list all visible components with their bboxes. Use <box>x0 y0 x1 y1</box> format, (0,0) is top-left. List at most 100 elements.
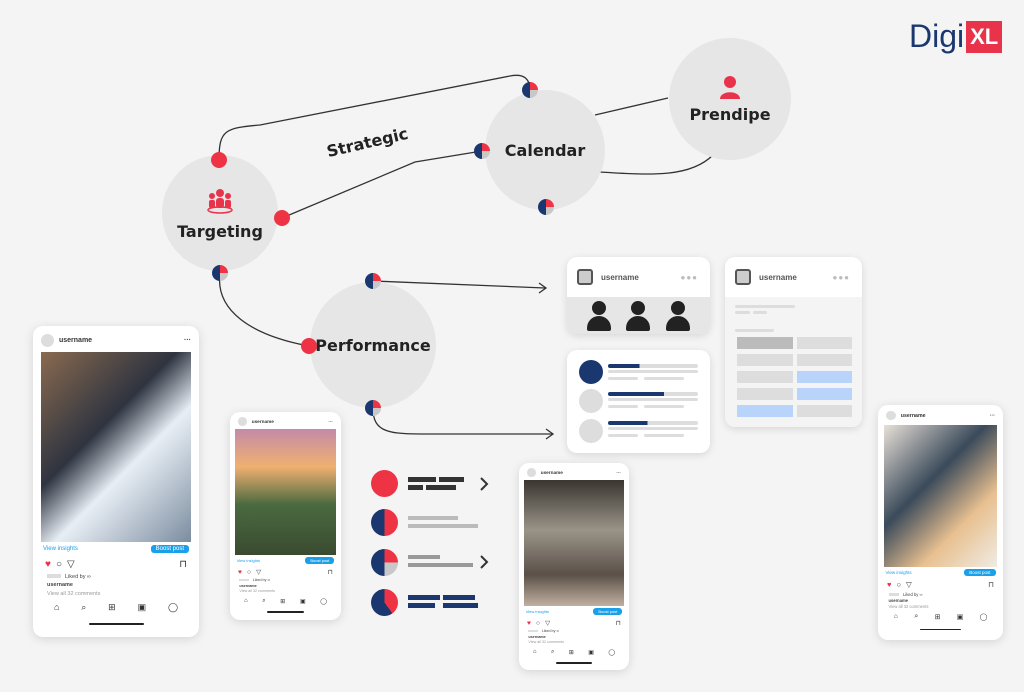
card-username: username <box>601 272 639 282</box>
view-comments-link[interactable]: View all 32 comments <box>528 640 565 645</box>
heart-icon[interactable]: ♥ <box>887 580 892 590</box>
avatar <box>886 410 896 421</box>
reels-icon[interactable]: ▣ <box>137 601 147 612</box>
connector-dot <box>274 210 290 226</box>
comment-icon[interactable]: ○ <box>55 559 62 570</box>
bookmark-icon[interactable]: ⊓ <box>179 559 187 570</box>
bookmark-icon[interactable]: ⊓ <box>327 569 333 577</box>
search-icon[interactable]: ⌕ <box>262 597 266 604</box>
home-icon[interactable]: ⌂ <box>244 597 248 604</box>
audience-card: username ●●● <box>567 257 710 334</box>
comment-icon[interactable]: ○ <box>536 619 541 627</box>
liked-by: Liked by ∞ <box>528 629 619 635</box>
view-comments-link[interactable]: View all 32 comments <box>888 603 929 609</box>
post-image <box>884 424 997 567</box>
caption-username: username <box>239 583 257 588</box>
boost-post-button[interactable]: Boost post <box>305 557 335 565</box>
home-icon[interactable]: ⌂ <box>53 601 60 612</box>
heart-icon[interactable]: ♥ <box>45 559 51 570</box>
add-icon[interactable]: ⊞ <box>108 601 116 612</box>
home-indicator <box>267 611 304 613</box>
bookmark-icon[interactable]: ⊓ <box>988 580 994 590</box>
comment-icon[interactable]: ○ <box>247 568 252 576</box>
post-image <box>524 480 624 607</box>
brand-name: Digi <box>909 18 965 54</box>
user-icon <box>720 75 740 99</box>
heart-icon[interactable]: ♥ <box>527 619 532 627</box>
view-comments-link[interactable]: View all 32 comments <box>47 590 101 597</box>
more-icon[interactable]: ··· <box>616 469 621 475</box>
boost-post-button[interactable]: Boost post <box>150 545 189 553</box>
avatar <box>41 333 54 347</box>
more-icon[interactable]: ●●● <box>680 273 698 282</box>
caption-username: username <box>528 634 546 639</box>
view-insights-link[interactable]: View insights <box>525 609 550 615</box>
post-username: username <box>251 418 274 424</box>
post-image <box>235 429 336 556</box>
person-icon <box>624 300 652 331</box>
avatar <box>735 269 751 285</box>
home-icon[interactable]: ⌂ <box>893 613 898 621</box>
profile-icon[interactable]: ◯ <box>979 614 988 622</box>
avatar <box>577 269 593 285</box>
post-username: username <box>900 412 926 419</box>
share-icon[interactable]: ▽ <box>66 559 75 570</box>
report-card: username ●●● <box>725 257 862 427</box>
add-icon[interactable]: ⊞ <box>568 649 574 656</box>
search-icon[interactable]: ⌕ <box>914 613 919 621</box>
more-icon[interactable]: ●●● <box>832 273 850 282</box>
caption-username: username <box>47 582 73 589</box>
report-table <box>725 297 862 427</box>
metric-pie <box>371 589 398 616</box>
node-targeting: Targeting <box>162 155 278 271</box>
search-icon[interactable]: ⌕ <box>550 648 555 655</box>
home-icon[interactable]: ⌂ <box>532 648 537 655</box>
reels-icon[interactable]: ▣ <box>956 614 964 622</box>
share-icon[interactable]: ▽ <box>545 620 551 628</box>
phone-mockup: username ··· View insights Boost post ♥ ○ ▽ ⊓… <box>878 405 1003 640</box>
node-prendipe: Prendipe <box>669 38 791 160</box>
reels-icon[interactable]: ▣ <box>299 598 306 605</box>
home-indicator <box>88 622 144 625</box>
boost-post-button[interactable]: Boost post <box>964 568 996 576</box>
share-icon[interactable]: ▽ <box>905 580 912 590</box>
view-insights-link[interactable]: View insights <box>43 546 78 552</box>
metric-pie <box>371 549 398 576</box>
node-label: Targeting <box>177 221 263 241</box>
profile-icon[interactable]: ◯ <box>608 649 616 656</box>
connector-pie <box>212 265 228 281</box>
connector-pie <box>522 82 538 98</box>
more-icon[interactable]: ··· <box>328 418 333 424</box>
chevron-right-icon[interactable] <box>479 476 489 492</box>
comment-icon[interactable]: ○ <box>896 580 901 590</box>
chevron-right-icon[interactable] <box>479 554 489 570</box>
card-username: username <box>759 272 797 282</box>
heart-icon[interactable]: ♥ <box>238 568 243 576</box>
boost-post-button[interactable]: Boost post <box>593 608 623 616</box>
liked-by: Liked by ∞ <box>888 592 993 598</box>
profile-icon[interactable]: ◯ <box>167 601 179 612</box>
brand-badge: XL <box>966 20 1003 53</box>
reels-icon[interactable]: ▣ <box>588 649 594 656</box>
avatar <box>238 417 247 426</box>
profile-icon[interactable]: ◯ <box>320 598 327 605</box>
bookmark-icon[interactable]: ⊓ <box>615 620 621 628</box>
connector-pie <box>474 143 490 159</box>
phone-mockup: username ··· View insights Boost post ♥ ○ ▽ ⊓… <box>519 463 629 670</box>
more-icon[interactable]: ··· <box>989 412 995 419</box>
person-icon <box>664 300 692 331</box>
view-insights-link[interactable]: View insights <box>885 569 912 575</box>
add-icon[interactable]: ⊞ <box>280 598 286 605</box>
add-icon[interactable]: ⊞ <box>934 614 941 622</box>
more-icon[interactable]: ··· <box>184 336 191 344</box>
phone-mockup: username ··· View insights Boost post ♥ ○ ▽ ⊓… <box>33 326 199 637</box>
metric-pie <box>371 470 398 497</box>
search-icon[interactable]: ⌕ <box>81 601 87 612</box>
audience-people <box>567 297 710 334</box>
view-insights-link[interactable]: View insights <box>236 558 261 564</box>
connector-pie <box>538 199 554 215</box>
share-icon[interactable]: ▽ <box>256 569 262 577</box>
metrics-list <box>371 470 501 620</box>
view-comments-link[interactable]: View all 32 comments <box>239 589 276 594</box>
